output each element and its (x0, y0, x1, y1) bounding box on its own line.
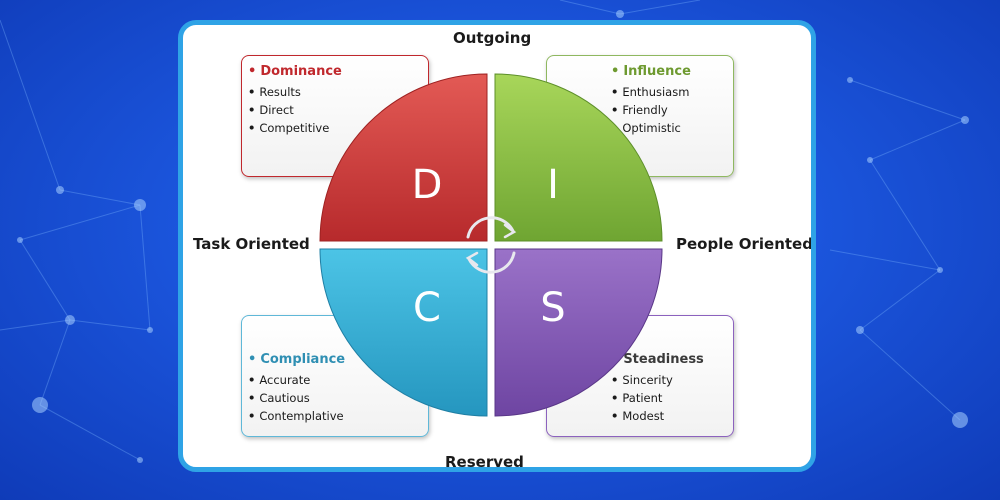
trait-box-title: •Dominance (248, 64, 342, 79)
quadrant-letter-c: C (413, 285, 441, 331)
list-item: •Direct (248, 103, 294, 117)
bullet-icon: • (248, 373, 256, 387)
bullet-icon: • (248, 85, 256, 99)
list-item: •Sincerity (611, 373, 673, 387)
bullet-icon: • (248, 391, 256, 405)
list-item: •Modest (611, 409, 665, 423)
list-item: •Contemplative (248, 409, 344, 423)
trait-box-title: •Influence (611, 64, 691, 79)
disc-diagram-card: Outgoing Reserved Task Oriented People O… (178, 20, 816, 472)
quadrant-letter-i: I (547, 162, 559, 208)
bullet-icon: • (248, 103, 256, 117)
axis-label-left: Task Oriented (193, 235, 310, 253)
list-item: •Friendly (611, 103, 668, 117)
axis-label-bottom: Reserved (445, 453, 524, 471)
quadrant-s (494, 248, 663, 417)
list-item: •Competitive (248, 121, 330, 135)
quadrant-letter-s: S (540, 285, 565, 331)
bullet-icon: • (248, 64, 257, 79)
bullet-icon: • (248, 352, 257, 367)
quadrant-d (319, 73, 488, 242)
bullet-icon: • (611, 85, 619, 99)
bullet-icon: • (611, 373, 619, 387)
cycle-arrows-icon (465, 216, 517, 274)
bullet-icon: • (611, 103, 619, 117)
disc-wheel: D I C S (319, 73, 663, 417)
list-item: •Cautious (248, 391, 310, 405)
list-item: •Accurate (248, 373, 311, 387)
bullet-icon: • (611, 64, 620, 79)
bullet-icon: • (611, 391, 619, 405)
bullet-icon: • (248, 121, 256, 135)
trait-box-title: •Compliance (248, 352, 346, 367)
bullet-icon: • (248, 409, 256, 423)
axis-label-right: People Oriented (676, 235, 813, 253)
quadrant-i (494, 73, 663, 242)
list-item: •Patient (611, 391, 663, 405)
bullet-icon: • (611, 409, 619, 423)
quadrant-letter-d: D (412, 162, 443, 208)
list-item: •Enthusiasm (611, 85, 690, 99)
list-item: •Results (248, 85, 301, 99)
quadrant-c (319, 248, 488, 417)
axis-label-top: Outgoing (453, 29, 532, 47)
